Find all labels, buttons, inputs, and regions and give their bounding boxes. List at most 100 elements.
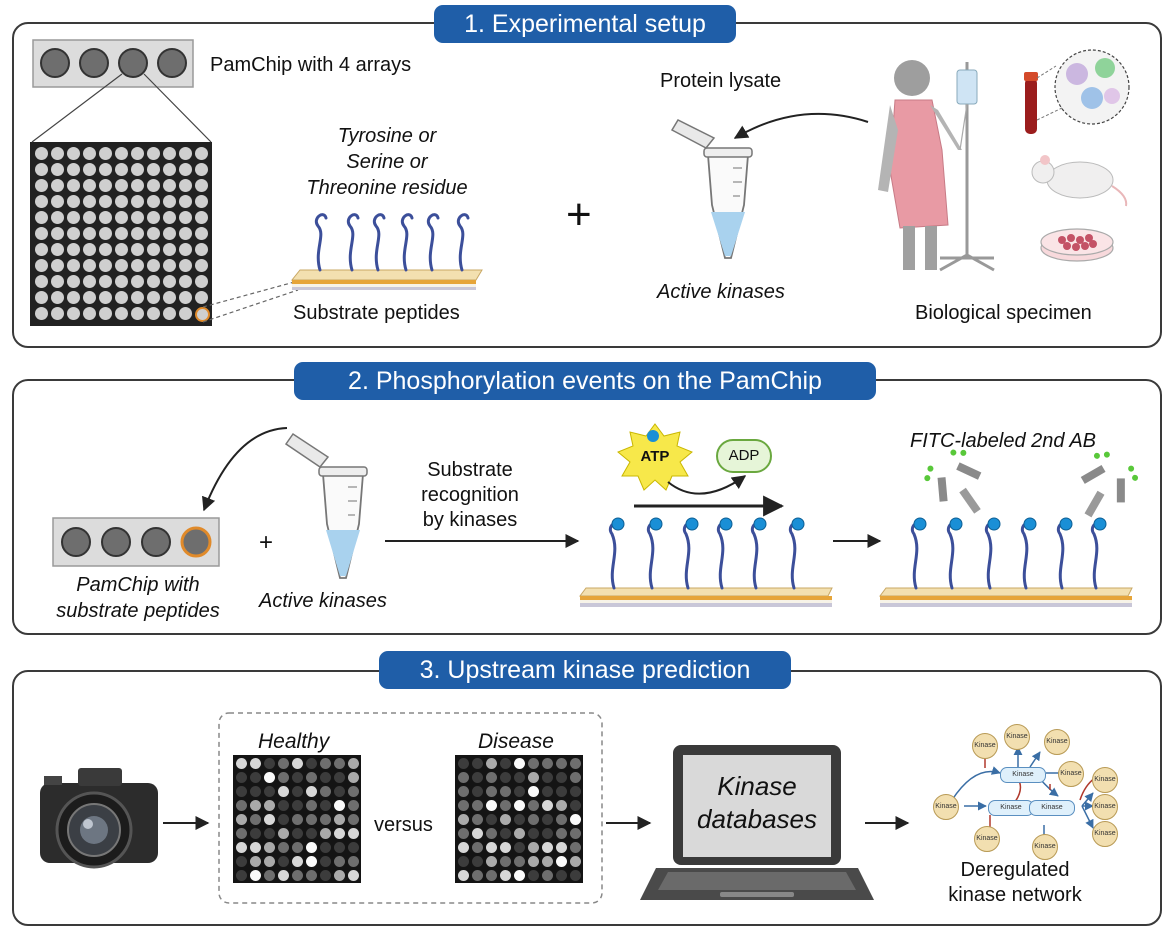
array-spot: [306, 800, 317, 811]
array-spot: [51, 259, 64, 272]
array-spot: [514, 856, 525, 867]
array-spot: [486, 842, 497, 853]
array-spot: [320, 772, 331, 783]
array-spot: [292, 842, 303, 853]
phosphate-group: [949, 517, 963, 531]
array-spot: [306, 856, 317, 867]
peptide-strand: [1090, 521, 1104, 590]
array-spot: [486, 800, 497, 811]
array-spot: [264, 842, 275, 853]
array-spot: [486, 814, 497, 825]
array-spot: [334, 814, 345, 825]
array-spot: [334, 870, 345, 881]
array-spot: [264, 772, 275, 783]
array-spot: [334, 786, 345, 797]
array-spot: [179, 147, 192, 160]
active-kinases-label-p2: Active kinases: [259, 590, 387, 612]
array-spot: [264, 870, 275, 881]
array-spot: [334, 828, 345, 839]
array-zoom-grid: [30, 142, 212, 326]
array-spot: [115, 291, 128, 304]
array-spot: [278, 800, 289, 811]
array-spot: [514, 870, 525, 881]
array-spot: [163, 179, 176, 192]
array-spot: [306, 870, 317, 881]
array-spot: [542, 856, 553, 867]
array-spot: [306, 814, 317, 825]
adp-label: ADP: [728, 447, 760, 464]
array-spot: [131, 243, 144, 256]
array-spot: [147, 195, 160, 208]
array-spot: [348, 758, 359, 769]
array-spot: [292, 856, 303, 867]
array-spot: [67, 259, 80, 272]
array-spot: [35, 211, 48, 224]
array-spot: [278, 814, 289, 825]
array-spot: [195, 211, 208, 224]
kinase-databases-line-1: Kinase: [717, 771, 797, 801]
array-spot: [306, 758, 317, 769]
array-spot: [292, 828, 303, 839]
array-spot: [83, 291, 96, 304]
array-spot: [131, 195, 144, 208]
fitc-antibody-left: [924, 449, 982, 514]
array-spot: [115, 243, 128, 256]
array-spot: [163, 211, 176, 224]
laptop-icon: [640, 745, 874, 900]
array-spot: [542, 758, 553, 769]
array-spot: [278, 786, 289, 797]
array-spot: [542, 800, 553, 811]
array-spot: [570, 870, 581, 881]
kinase-node: Kinase: [1092, 794, 1118, 820]
array-spot: [486, 786, 497, 797]
array-spot: [250, 800, 261, 811]
array-spot: [195, 307, 210, 322]
network-label-line-1: Deregulated: [960, 859, 1070, 881]
versus-label: versus: [374, 814, 433, 836]
phosphate-group: [1059, 517, 1073, 531]
array-spot: [83, 243, 96, 256]
array-spot: [514, 758, 525, 769]
array-spot: [83, 195, 96, 208]
kinase-node: Kinase: [933, 794, 959, 820]
array-spot: [334, 842, 345, 853]
array-spot: [528, 828, 539, 839]
array-spot: [486, 758, 497, 769]
array-spot: [514, 772, 525, 783]
array-spot: [472, 814, 483, 825]
array-spot: [556, 870, 567, 881]
array-spot: [542, 786, 553, 797]
array-spot: [236, 856, 247, 867]
array-spot: [500, 828, 511, 839]
array-spot: [51, 179, 64, 192]
array-spot: [51, 211, 64, 224]
array-spot: [292, 800, 303, 811]
array-spot: [67, 179, 80, 192]
array-spot: [51, 147, 64, 160]
array-spot: [348, 870, 359, 881]
phospho-peptides: [608, 517, 805, 590]
array-spot: [83, 211, 96, 224]
array-spot: [556, 800, 567, 811]
array-spot: [500, 758, 511, 769]
array-spot: [51, 275, 64, 288]
array-spot: [67, 147, 80, 160]
array-spot: [99, 147, 112, 160]
array-spot: [35, 243, 48, 256]
kinase-node: Kinase: [1029, 800, 1075, 816]
array-spot: [35, 163, 48, 176]
array-spot: [147, 179, 160, 192]
kinase-node: Kinase: [1092, 821, 1118, 847]
array-spot: [115, 211, 128, 224]
array-spot: [51, 291, 64, 304]
array-spot: [51, 227, 64, 240]
phosphate-group: [1023, 517, 1037, 531]
array-spot: [163, 307, 176, 320]
array-spot: [115, 259, 128, 272]
array-spot: [556, 828, 567, 839]
array-spot: [250, 842, 261, 853]
array-spot: [500, 842, 511, 853]
array-spot: [278, 856, 289, 867]
array-spot: [278, 842, 289, 853]
array-spot: [278, 828, 289, 839]
